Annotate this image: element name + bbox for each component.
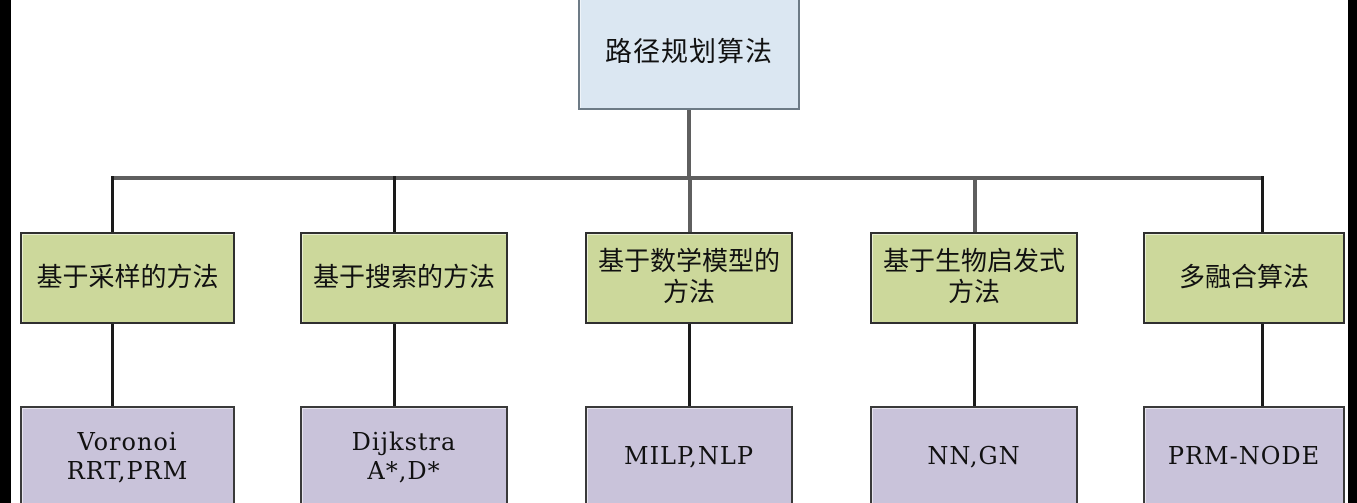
node-category-label: 多融合算法 [1178, 262, 1309, 293]
node-leaf-label: Voronoi RRT,PRM [67, 428, 189, 485]
node-category-search[interactable]: 基于搜索的方法 [300, 232, 508, 324]
node-leaf-line: RRT,PRM [66, 456, 189, 485]
connector-root-stem [687, 110, 691, 180]
connector-bus-to-category-5 [1261, 176, 1264, 234]
node-category-label: 基于搜索的方法 [312, 262, 495, 293]
node-leaf-search[interactable]: Dijkstra A*,D* [300, 406, 508, 503]
node-leaf-multi-fusion[interactable]: PRM-NODE [1143, 406, 1345, 503]
node-leaf-line: MILP,NLP [624, 442, 754, 471]
node-leaf-label: Dijkstra A*,D* [352, 428, 457, 485]
node-category-label: 基于数学模型的方法 [597, 247, 780, 308]
node-leaf-label: MILP,NLP [624, 442, 754, 470]
node-category-label: 基于生物启发式方法 [882, 247, 1065, 308]
node-leaf-math-model[interactable]: MILP,NLP [585, 406, 793, 503]
diagram-surface: 路径规划算法 基于采样的方法 基于搜索的方法 基于数学模型的方法 基于生物启发式… [11, 0, 1348, 503]
node-leaf-bio-inspired[interactable]: NN,GN [870, 406, 1078, 503]
node-leaf-sampling[interactable]: Voronoi RRT,PRM [20, 406, 235, 503]
connector-category-to-leaf-2 [393, 324, 396, 408]
node-category-multi-fusion[interactable]: 多融合算法 [1143, 232, 1345, 324]
node-leaf-line: Voronoi [77, 428, 178, 457]
node-category-math-model[interactable]: 基于数学模型的方法 [585, 232, 793, 324]
node-root-label: 路径规划算法 [605, 37, 773, 69]
connector-category-to-leaf-5 [1261, 324, 1264, 408]
node-leaf-line: PRM-NODE [1167, 442, 1321, 471]
connector-category-to-leaf-1 [111, 324, 114, 408]
node-leaf-line: A*,D* [367, 456, 441, 485]
node-category-label: 基于采样的方法 [36, 262, 219, 293]
connector-horizontal-bus [111, 176, 1263, 180]
node-leaf-line: Dijkstra [351, 428, 457, 457]
node-category-bio-inspired[interactable]: 基于生物启发式方法 [870, 232, 1078, 324]
connector-bus-to-category-3 [688, 176, 692, 234]
letterbox-band-left [0, 0, 11, 503]
connector-category-to-leaf-4 [973, 324, 976, 408]
node-leaf-label: NN,GN [927, 442, 1020, 470]
letterbox-band-right [1348, 0, 1357, 503]
node-leaf-label: PRM-NODE [1168, 442, 1320, 470]
node-root[interactable]: 路径规划算法 [578, 0, 800, 110]
connector-bus-to-category-2 [393, 176, 396, 234]
connector-bus-to-category-1 [111, 176, 114, 234]
connector-bus-to-category-4 [973, 176, 977, 234]
node-leaf-line: NN,GN [927, 442, 1021, 471]
connector-category-to-leaf-3 [688, 324, 691, 408]
node-category-sampling[interactable]: 基于采样的方法 [20, 232, 235, 324]
